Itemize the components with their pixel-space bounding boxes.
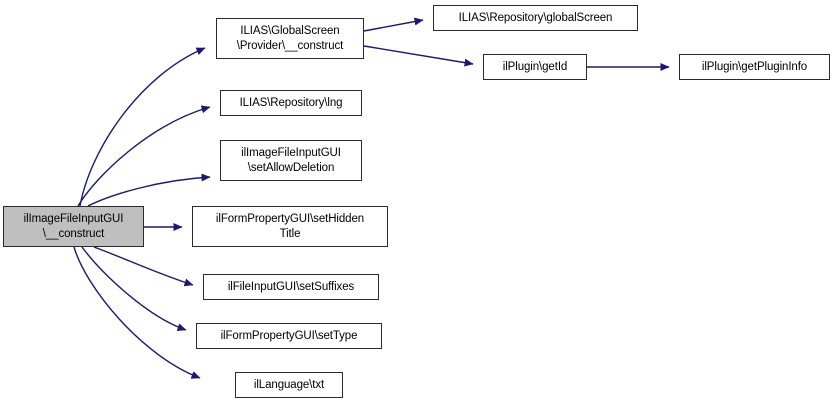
edge-root-to-globalscreen_provider_construct (79, 47, 206, 207)
node-repository_lng[interactable]: ILIAS\Repository\lng (220, 90, 362, 116)
edge-root-to-language_txt (73, 246, 201, 379)
edge-globalscreen_provider_construct-to-repository_globalscreen (363, 17, 424, 32)
node-label: ilPlugin\getId (502, 60, 568, 73)
node-label: ilFormPropertyGUI\setType (220, 329, 358, 342)
node-label: ilFileInputGUI\setSuffixes (227, 280, 355, 293)
node-label: ilImageFileInputGUI \__construct (23, 212, 124, 240)
node-repository_globalscreen[interactable]: ILIAS\Repository\globalScreen (433, 5, 638, 31)
node-plugin_getid[interactable]: ilPlugin\getId (483, 54, 587, 80)
edge-root-to-setallowdeletion (87, 173, 211, 207)
node-setsuffixes[interactable]: ilFileInputGUI\setSuffixes (203, 274, 379, 300)
node-plugin_getplugininfo[interactable]: ilPlugin\getPluginInfo (679, 54, 830, 80)
edge-root-to-setsuffixes (93, 246, 194, 287)
node-label: ilFormPropertyGUI\setHidden Title (215, 212, 365, 240)
node-label: ilImageFileInputGUI \setAllowDeletion (241, 146, 341, 174)
edge-root-to-repository_lng (77, 105, 211, 207)
node-globalscreen_provider_construct[interactable]: ILIAS\GlobalScreen \Provider\__construct (216, 18, 364, 59)
node-label: ILIAS\GlobalScreen \Provider\__construct (236, 24, 344, 52)
node-settype[interactable]: ilFormPropertyGUI\setType (196, 323, 382, 349)
node-label: ilLanguage\txt (253, 378, 325, 391)
node-sethiddentitle[interactable]: ilFormPropertyGUI\setHidden Title (192, 206, 388, 247)
edge-root-to-settype (81, 246, 187, 332)
node-label: ilPlugin\getPluginInfo (701, 60, 808, 73)
root-node-root[interactable]: ilImageFileInputGUI \__construct (3, 206, 144, 247)
edge-globalscreen_provider_construct-to-plugin_getid (363, 45, 474, 67)
node-setallowdeletion[interactable]: ilImageFileInputGUI \setAllowDeletion (220, 140, 362, 181)
node-label: ILIAS\Repository\globalScreen (458, 11, 613, 24)
node-label: ILIAS\Repository\lng (239, 96, 343, 109)
node-language_txt[interactable]: ilLanguage\txt (235, 372, 343, 398)
